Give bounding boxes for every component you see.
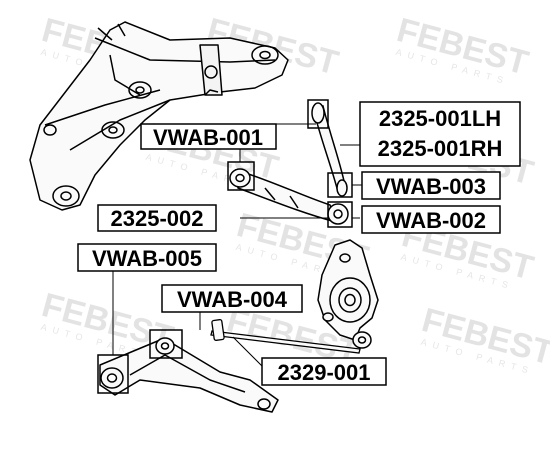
label-2325-001lh: 2325-001LH bbox=[379, 106, 501, 131]
label-vwab-001: VWAB-001 bbox=[153, 125, 263, 150]
bushing-highlight-boxes bbox=[97, 99, 353, 394]
lower-control-arm-drawing bbox=[99, 337, 279, 413]
label-vwab-003: VWAB-003 bbox=[376, 174, 486, 199]
label-vwab-002: VWAB-002 bbox=[376, 208, 486, 233]
upper-control-link-drawing bbox=[311, 102, 348, 197]
rear-subframe-drawing bbox=[29, 21, 289, 211]
bushing-box-vwab-004 bbox=[149, 329, 183, 359]
label-2325-002: 2325-002 bbox=[111, 206, 204, 231]
lower-link-drawing bbox=[229, 168, 349, 225]
label-2329-001: 2329-001 bbox=[278, 360, 371, 385]
part-labels: VWAB-001 2325-001LH 2325-001RH VWAB-003 … bbox=[77, 101, 521, 386]
label-vwab-005: VWAB-005 bbox=[92, 246, 202, 271]
bolt-drawing bbox=[210, 319, 361, 354]
leader-lines bbox=[112, 123, 362, 367]
bushing-box-vwab-002 bbox=[327, 201, 353, 228]
label-vwab-004: VWAB-004 bbox=[177, 287, 288, 312]
label-2325-001rh: 2325-001RH bbox=[378, 136, 503, 161]
bushing-box-vwab-003 bbox=[327, 172, 353, 198]
wheel-knuckle-drawing bbox=[317, 239, 379, 349]
bushing-box-2325-001-top bbox=[307, 99, 329, 129]
bushing-box-vwab-001 bbox=[227, 161, 255, 191]
bushing-box-vwab-005 bbox=[97, 354, 129, 394]
